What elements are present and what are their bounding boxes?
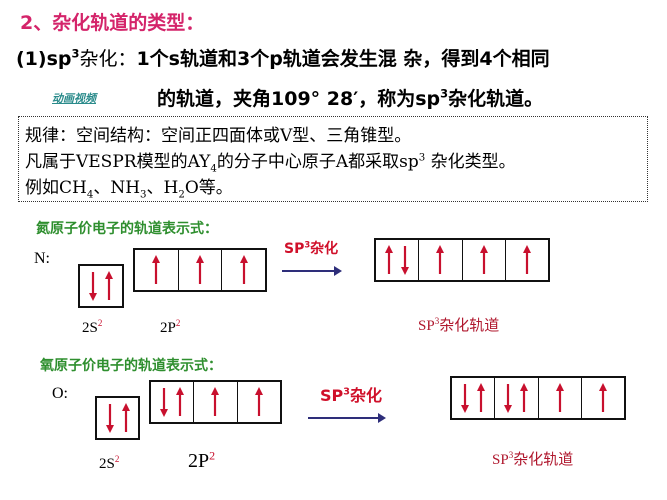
oxygen-2p-label: 2P2 (188, 448, 216, 472)
nitrogen-2s-box (78, 264, 124, 308)
electron-up-arrow-icon (522, 245, 531, 274)
electron-down-arrow-icon (89, 272, 97, 301)
rule-line-1: 规律：空间结构：空间正四面体或V型、三角锥型。 (25, 126, 412, 146)
oxygen-atom-label: O: (52, 385, 68, 402)
oxygen-sp3-box (450, 376, 626, 420)
electron-up-arrow-icon (196, 255, 204, 284)
orbital-cell (80, 266, 122, 306)
orbital-cell (452, 378, 496, 418)
oxygen-reaction-arrow-icon (308, 413, 386, 423)
electron-up-arrow-icon (105, 271, 113, 300)
electron-up-arrow-icon (176, 387, 185, 416)
electron-down-arrow-icon (461, 384, 470, 413)
orbital-cell (506, 240, 548, 280)
electron-down-arrow-icon (504, 384, 513, 413)
electron-up-arrow-icon (520, 383, 529, 412)
oxygen-sp3-caption: SP3杂化轨道 (492, 450, 574, 469)
orbital-cell (495, 378, 539, 418)
nitrogen-2p-label: 2P2 (160, 318, 181, 337)
electron-up-arrow-icon (479, 245, 488, 274)
electron-up-arrow-icon (555, 383, 564, 412)
oxygen-2s-label: 2S2 (99, 454, 120, 473)
sp3-prefix: (1)sp (16, 48, 72, 70)
oxygen-2s-box (95, 396, 140, 440)
orbital-cell (97, 398, 138, 438)
electron-up-arrow-icon (477, 383, 486, 412)
orbital-cell (151, 382, 195, 422)
nitrogen-sp3-caption: SP3杂化轨道 (418, 316, 500, 335)
electron-up-arrow-icon (385, 245, 394, 274)
orbital-cell (539, 378, 582, 418)
orbital-cell (376, 240, 420, 280)
orbital-cell (238, 382, 280, 422)
electron-up-arrow-icon (239, 255, 248, 284)
nitrogen-sp3-box (374, 238, 550, 282)
oxygen-sp3-label: SP3杂化 (320, 386, 382, 405)
orbital-cell (179, 250, 223, 290)
nitrogen-2s-label: 2S2 (82, 318, 103, 337)
rule-box: 规律：空间结构：空间正四面体或V型、三角锥型。 凡属于VESPR模型的AY4的分… (18, 116, 648, 202)
orbital-cell (222, 250, 265, 290)
animation-video-link[interactable]: 动画视频 (52, 92, 96, 105)
nitrogen-2p-box (133, 248, 267, 292)
electron-up-arrow-icon (121, 403, 130, 432)
nitrogen-sp3-label: SP3杂化 (284, 239, 339, 257)
electron-down-arrow-icon (105, 404, 114, 433)
nitrogen-heading: 氮原子价电子的轨道表示式： (36, 221, 218, 237)
sp3-definition-line2: 的轨道，夹角109° 28′，称为sp3杂化轨道。 (157, 86, 544, 110)
nitrogen-atom-label: N: (34, 250, 50, 267)
orbital-cell (582, 378, 624, 418)
electron-up-arrow-icon (254, 387, 263, 416)
orbital-cell (135, 250, 179, 290)
electron-up-arrow-icon (211, 387, 220, 416)
electron-up-arrow-icon (436, 245, 445, 274)
sp3-definition-line1: (1)sp3杂化：1个s轨道和3个p轨道会发生混 杂，得到4个相同 (16, 46, 550, 70)
orbital-cell (194, 382, 238, 422)
electron-down-arrow-icon (160, 388, 169, 417)
section-title: 2、杂化轨道的类型： (20, 12, 205, 34)
electron-up-arrow-icon (152, 255, 161, 284)
orbital-cell (463, 240, 506, 280)
rule-line-2: 凡属于VESPR模型的AY4的分子中心原子A都采取sp3 杂化类型。 (25, 152, 516, 175)
oxygen-2p-box (149, 380, 282, 424)
orbital-cell (419, 240, 463, 280)
electron-down-arrow-icon (401, 246, 410, 275)
rule-line-3: 例如CH4、NH3、H2O等。 (25, 178, 233, 201)
nitrogen-reaction-arrow-icon (282, 266, 342, 276)
oxygen-heading: 氧原子价电子的轨道表示式： (40, 358, 222, 374)
electron-up-arrow-icon (598, 383, 607, 412)
